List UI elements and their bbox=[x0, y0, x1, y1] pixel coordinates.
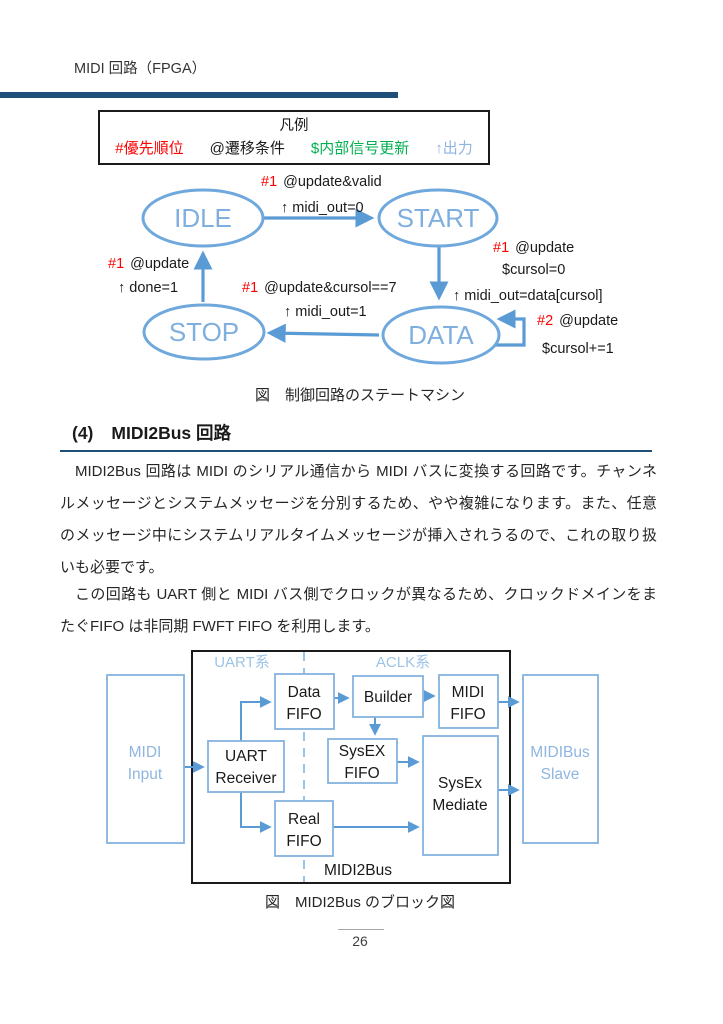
real-fifo-line2: FIFO bbox=[286, 833, 321, 850]
aclk-domain-label: ACLK系 bbox=[376, 654, 430, 671]
section-heading-rule bbox=[60, 450, 652, 452]
section-title: MIDI2Bus 回路 bbox=[111, 423, 231, 443]
state-machine-caption: 図 制御回路のステートマシン bbox=[254, 387, 465, 404]
label-data-self-condition: #2 @update bbox=[537, 313, 618, 329]
uart-receiver-line1: UART bbox=[225, 748, 267, 765]
paragraph-1: MIDI2Bus 回路は MIDI のシリアル通信から MIDI バスに変換する… bbox=[60, 463, 657, 576]
state-data-label: DATA bbox=[408, 320, 474, 350]
state-idle bbox=[141, 188, 265, 248]
real-fifo-line1: Real bbox=[288, 811, 320, 828]
data-fifo-box bbox=[274, 673, 335, 730]
label-start-data-output: ↑ midi_out=data[cursol] bbox=[453, 288, 603, 304]
transition-arrow-data-stop bbox=[266, 323, 380, 343]
condition-idle-start: @update&valid bbox=[283, 174, 382, 190]
legend-item-output: ↑出力 bbox=[435, 140, 473, 157]
section-number: (4) bbox=[72, 423, 94, 443]
state-data bbox=[381, 305, 501, 365]
legend-item-condition: @遷移条件 bbox=[209, 140, 285, 157]
sysex-fifo-label: SysEX FIFO bbox=[339, 743, 386, 782]
legend-box: 凡例 #優先順位 @遷移条件 $内部信号更新 ↑出力 bbox=[98, 110, 490, 165]
condition-start-data: @update bbox=[515, 240, 574, 256]
page-number: 26 bbox=[352, 933, 368, 949]
midi-fifo-line1: MIDI bbox=[452, 684, 485, 701]
section-heading: (4) MIDI2Bus 回路 bbox=[72, 420, 231, 445]
label-start-data-update: $cursol=0 bbox=[502, 262, 565, 278]
state-idle-label: IDLE bbox=[174, 203, 232, 233]
sysex-mediate-box bbox=[422, 735, 499, 856]
data-fifo-line1: Data bbox=[288, 684, 321, 701]
legend-item-signal-update: $内部信号更新 bbox=[310, 140, 410, 157]
arrow-uartreceiver-realfifo bbox=[240, 792, 272, 833]
midibus-slave-line1: MIDIBus bbox=[530, 744, 590, 761]
midi-fifo-box bbox=[438, 674, 499, 729]
uart-receiver-label: UART Receiver bbox=[215, 748, 276, 787]
priority-data-stop: #1 bbox=[242, 280, 258, 296]
midi-input-label: MIDI Input bbox=[128, 744, 163, 783]
header-rule bbox=[0, 92, 398, 98]
label-idle-start-output: ↑ midi_out=0 bbox=[281, 200, 364, 216]
midi-input-box bbox=[106, 674, 185, 844]
midi2bus-container-label: MIDI2Bus bbox=[324, 862, 392, 879]
label-stop-idle-condition: #1 @update bbox=[108, 256, 189, 272]
midi-fifo-label: MIDI FIFO bbox=[450, 684, 485, 723]
state-stop-label: STOP bbox=[169, 317, 239, 347]
label-data-stop-output: ↑ midi_out=1 bbox=[284, 304, 367, 320]
priority-idle-start: #1 bbox=[261, 174, 277, 190]
midi2bus-line1: MIDI2Bus bbox=[324, 862, 392, 879]
data-fifo-line2: FIFO bbox=[286, 706, 321, 723]
midi-input-line1: MIDI bbox=[129, 744, 162, 761]
midibus-slave-line2: Slave bbox=[541, 766, 580, 783]
midi-input-line2: Input bbox=[128, 766, 163, 783]
midi-fifo-line2: FIFO bbox=[450, 706, 485, 723]
running-header: MIDI 回路（FPGA） bbox=[74, 61, 207, 77]
state-start bbox=[377, 188, 499, 248]
uart-domain-label: UART系 bbox=[214, 654, 270, 671]
state-start-label: START bbox=[397, 203, 480, 233]
priority-stop-idle: #1 bbox=[108, 256, 124, 272]
state-stop bbox=[142, 303, 266, 361]
paragraph-2: この回路も UART 側と MIDI バス側でクロックが異なるため、クロックドメ… bbox=[60, 586, 657, 635]
transition-arrow-data-self-loop bbox=[495, 309, 526, 347]
label-data-stop-condition: #1 @update&cursol==7 bbox=[242, 280, 397, 296]
arrow-uartreceiver-datafifo bbox=[240, 696, 272, 741]
condition-stop-idle: @update bbox=[130, 256, 189, 272]
legend-item-priority: #優先順位 bbox=[115, 140, 184, 157]
legend-items: #優先順位 @遷移条件 $内部信号更新 ↑出力 bbox=[100, 137, 488, 158]
uart-receiver-box bbox=[207, 740, 285, 793]
uart-receiver-line2: Receiver bbox=[215, 770, 276, 787]
sysex-mediate-line2: Mediate bbox=[432, 797, 487, 814]
builder-box bbox=[352, 675, 424, 718]
condition-data-stop: @update&cursol==7 bbox=[264, 280, 396, 296]
legend-title: 凡例 bbox=[279, 118, 309, 134]
priority-data-self: #2 bbox=[537, 313, 553, 329]
builder-label: Builder bbox=[364, 689, 412, 706]
condition-data-self: @update bbox=[559, 313, 618, 329]
label-stop-idle-output: ↑ done=1 bbox=[118, 280, 178, 296]
state-machine-diagram: IDLE START STOP DATA #1 @update&valid ↑ m… bbox=[108, 174, 618, 365]
label-idle-start-condition: #1 @update&valid bbox=[261, 174, 382, 190]
block-diagram-caption: 図 MIDI2Bus のブロック図 bbox=[264, 894, 456, 911]
sysex-fifo-line2: FIFO bbox=[344, 765, 379, 782]
sysex-fifo-box bbox=[327, 738, 398, 784]
label-start-data-condition: #1 @update bbox=[493, 240, 574, 256]
sysex-mediate-line1: SysEx bbox=[438, 775, 482, 792]
builder-line1: Builder bbox=[364, 689, 412, 706]
priority-start-data: #1 bbox=[493, 240, 509, 256]
footer-separator bbox=[338, 929, 384, 930]
label-data-self-update: $cursol+=1 bbox=[542, 341, 614, 357]
real-fifo-box bbox=[274, 800, 334, 857]
sysex-fifo-line1: SysEX bbox=[339, 743, 386, 760]
midibus-slave-box bbox=[522, 674, 599, 844]
